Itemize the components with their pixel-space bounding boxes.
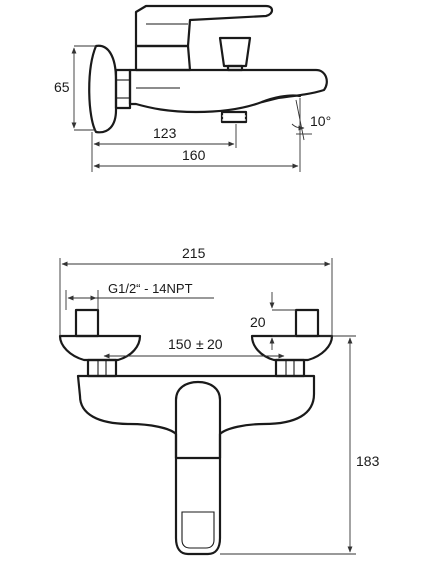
left-connector [74, 308, 100, 338]
lever-base [134, 44, 192, 72]
lever-handle [134, 4, 274, 48]
dim-label-tolerance-sign: ± [196, 336, 204, 352]
left-wall-flange [58, 334, 142, 362]
right-connector [294, 308, 320, 338]
diverter-knob [218, 36, 252, 68]
spout-front [174, 380, 222, 556]
dim-label-width: 215 [182, 245, 206, 261]
dim-label-connector: 20 [250, 314, 266, 330]
dim-label-centers: 150 [168, 336, 192, 352]
front-view: 215 G1/2“ - 14NPT 20 150 ± 20 183 [58, 245, 380, 556]
dim-label-angle: 10° [310, 113, 331, 129]
wall-flange [88, 44, 118, 134]
spout-tip [260, 94, 302, 104]
dim-label-thread: G1/2“ - 14NPT [108, 281, 193, 296]
mixer-body-front [76, 374, 316, 460]
dim-label-front-height: 183 [356, 453, 380, 469]
dim-label-outlet: 123 [153, 125, 177, 141]
side-view: 65 123 160 10° [54, 4, 331, 172]
aerator [220, 110, 248, 124]
hex-nut [114, 68, 132, 110]
dim-label-length: 160 [182, 147, 206, 163]
dim-label-tolerance-value: 20 [207, 336, 223, 352]
right-hex-nut [274, 358, 306, 378]
right-wall-flange [250, 334, 334, 362]
left-hex-nut [86, 358, 118, 378]
dim-label-height: 65 [54, 79, 70, 95]
